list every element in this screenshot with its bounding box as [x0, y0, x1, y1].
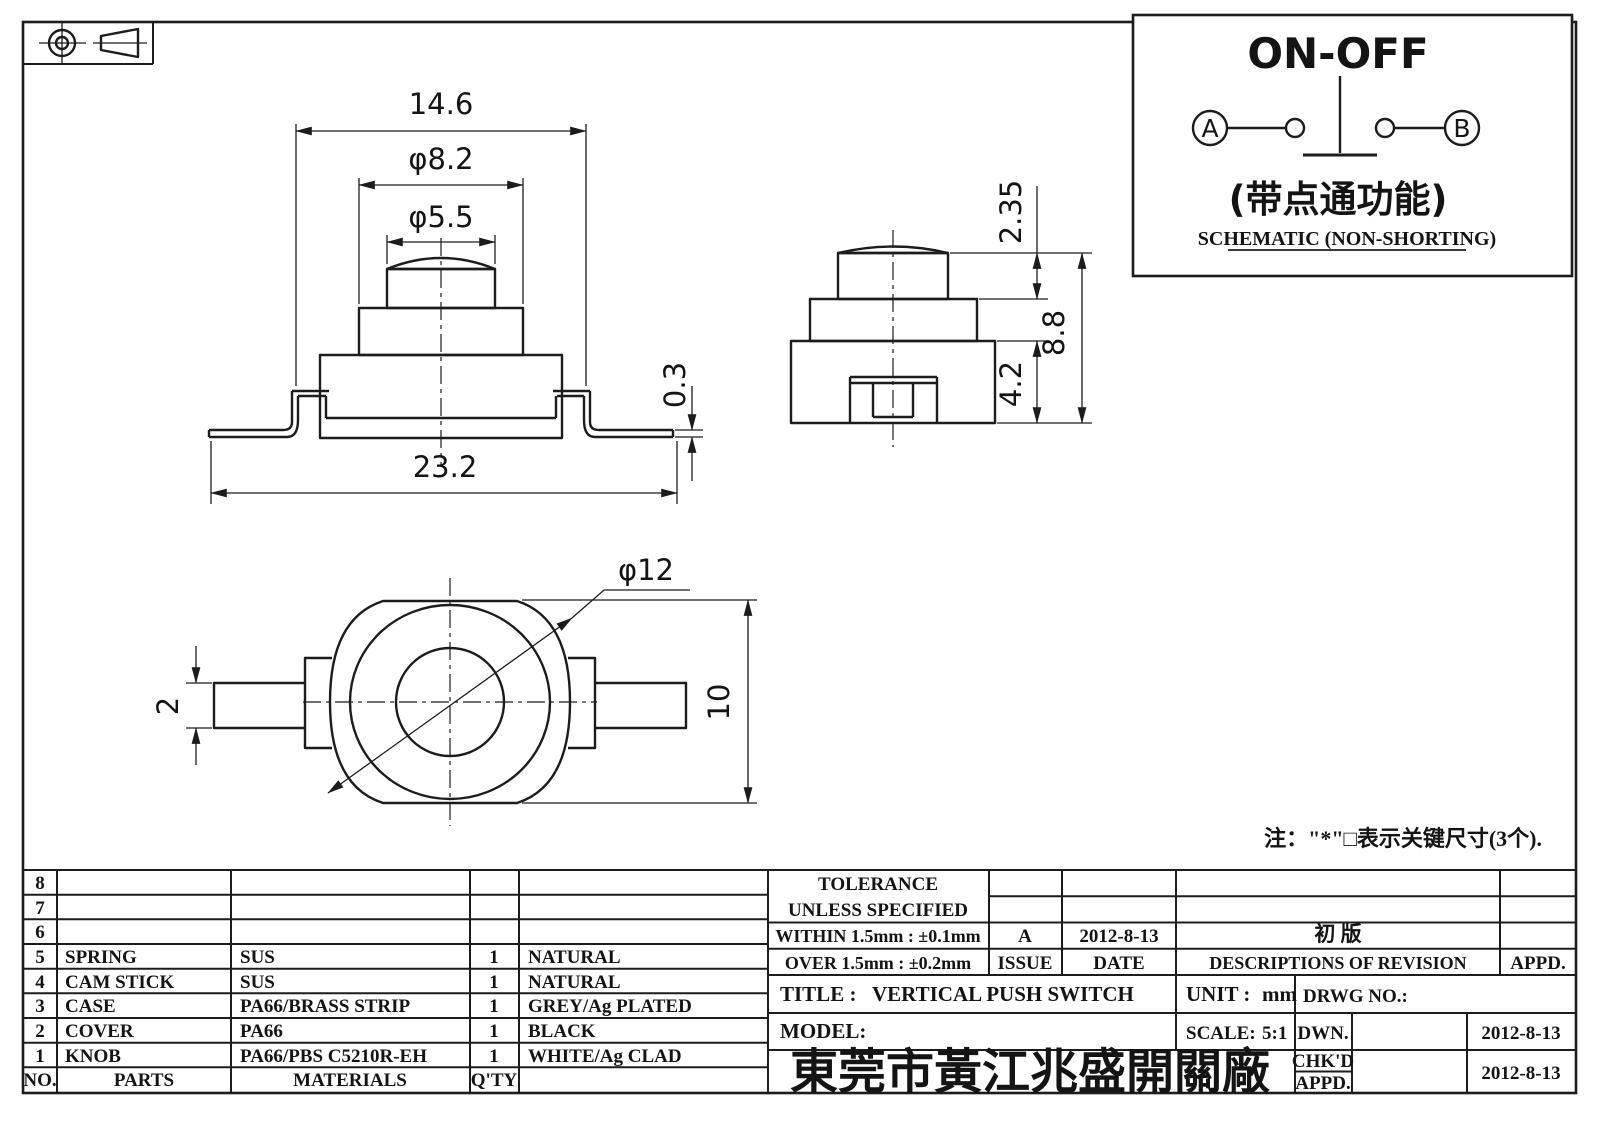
- schematic-caption: SCHEMATIC (NON-SHORTING): [1198, 228, 1496, 250]
- terminal-b-label: B: [1453, 114, 1470, 143]
- part-finish: BLACK: [528, 1021, 596, 1042]
- scale-label: SCALE:: [1186, 1023, 1256, 1044]
- part-name: CASE: [65, 996, 116, 1017]
- revision-label: DESCRIPTIONS OF REVISION: [1209, 953, 1466, 973]
- col-header-parts: PARTS: [114, 1070, 174, 1091]
- company-name: 東莞市黃江兆盛開關廠: [790, 1045, 1270, 1099]
- part-material: SUS: [240, 947, 275, 968]
- col-header-no: NO.: [23, 1070, 56, 1091]
- dim-front-flange-thickness: 0.3: [658, 362, 692, 408]
- parts-list: 8 7 6 5 4 3 2 1 NO. SPRING CAM STICK CAS…: [23, 873, 691, 1091]
- first-angle-projection-icon: [23, 22, 154, 65]
- col-header-materials: MATERIALS: [293, 1070, 407, 1091]
- part-name: CAM STICK: [65, 972, 174, 993]
- chkd-appd-date: 2012-8-13: [1481, 1063, 1560, 1084]
- unit-label: UNIT :: [1186, 982, 1250, 1006]
- part-qty: 1: [489, 947, 499, 968]
- top-view: φ12 2 10: [151, 553, 757, 826]
- row-no: 3: [35, 996, 45, 1017]
- row-no: 8: [35, 873, 45, 894]
- dim-top-body-depth: 10: [702, 684, 736, 721]
- part-qty: 1: [489, 996, 499, 1017]
- key-dimension-note: 注："*"□表示关键尺寸(3个).: [1264, 826, 1542, 851]
- dim-front-overall-width: 23.2: [413, 450, 478, 484]
- front-view: 14.6 φ8.2 φ5.5 0.3 23.2: [207, 87, 703, 504]
- drwg-no-label: DRWG NO.:: [1303, 986, 1408, 1007]
- col-header-qty: Q'TY: [471, 1070, 518, 1091]
- revision-date: 2012-8-13: [1079, 926, 1158, 947]
- schematic-title: ON-OFF: [1247, 29, 1428, 78]
- part-name: COVER: [65, 1021, 134, 1042]
- unit-value: mm: [1262, 982, 1297, 1006]
- dim-top-body-dia: φ12: [618, 553, 674, 587]
- title-block: TITLE : VERTICAL PUSH SWITCH UNIT : mm D…: [780, 982, 1561, 1099]
- row-no: 2: [35, 1021, 45, 1042]
- row-no: 6: [35, 922, 45, 943]
- tolerance-over: OVER 1.5mm : ±0.2mm: [785, 953, 971, 973]
- issue-label: ISSUE: [998, 953, 1053, 974]
- part-name: SPRING: [65, 947, 137, 968]
- sheet-border: [21, 20, 1578, 1095]
- revision-description: 初 版: [1314, 922, 1361, 946]
- tolerance-title: TOLERANCE: [818, 874, 938, 895]
- terminal-a-label: A: [1201, 114, 1218, 143]
- dwn-date: 2012-8-13: [1481, 1023, 1560, 1044]
- part-finish: GREY/Ag PLATED: [528, 996, 692, 1017]
- scale-value: 5:1: [1262, 1023, 1287, 1044]
- dim-top-pin-width: 2: [151, 697, 185, 715]
- row-no: 5: [35, 947, 45, 968]
- part-material: PA66: [240, 1021, 283, 1042]
- model-label: MODEL:: [780, 1019, 866, 1043]
- switch-circuit-icon: [1191, 76, 1481, 157]
- part-material: PA66/PBS C5210R-EH: [240, 1046, 427, 1067]
- row-no: 4: [35, 972, 45, 993]
- part-qty: 1: [489, 972, 499, 993]
- title-label: TITLE :: [780, 982, 856, 1006]
- side-view: 2.35 8.8 4.2: [789, 180, 1092, 447]
- appd-label: APPD.: [1510, 953, 1565, 974]
- part-qty: 1: [489, 1021, 499, 1042]
- schematic-panel: ON-OFF A B (带点通功能) SCHEMATIC (NON-SHORTI…: [1131, 13, 1574, 278]
- dim-side-base-height: 4.2: [994, 361, 1028, 407]
- part-finish: NATURAL: [528, 947, 621, 968]
- part-name: KNOB: [65, 1046, 121, 1067]
- part-material: SUS: [240, 972, 275, 993]
- tolerance-subtitle: UNLESS SPECIFIED: [788, 900, 968, 921]
- appd2-label: APPD.: [1295, 1073, 1350, 1094]
- revision-issue: A: [1018, 926, 1032, 947]
- table-grid: [23, 869, 1576, 1093]
- part-material: PA66/BRASS STRIP: [240, 996, 411, 1017]
- drawing-title: VERTICAL PUSH SWITCH: [872, 982, 1134, 1006]
- row-no: 1: [35, 1046, 45, 1067]
- date-label: DATE: [1093, 953, 1144, 974]
- dim-front-top-width: 14.6: [409, 87, 474, 121]
- chkd-label: CHK'D: [1292, 1051, 1354, 1072]
- dim-front-mid-dia: φ8.2: [408, 142, 473, 176]
- dim-side-knob-height: 2.35: [994, 180, 1028, 245]
- dim-side-total-height: 8.8: [1037, 310, 1071, 356]
- dwn-label: DWN.: [1297, 1023, 1348, 1044]
- part-finish: NATURAL: [528, 972, 621, 993]
- schematic-function-cn: (带点通功能): [1229, 178, 1448, 221]
- part-qty: 1: [489, 1046, 499, 1067]
- tolerance-within: WITHIN 1.5mm : ±0.1mm: [775, 926, 980, 946]
- dim-front-knob-dia: φ5.5: [408, 200, 473, 234]
- row-no: 7: [35, 898, 45, 919]
- part-finish: WHITE/Ag CLAD: [528, 1046, 682, 1067]
- revision-block: TOLERANCE UNLESS SPECIFIED WITHIN 1.5mm …: [775, 874, 1565, 974]
